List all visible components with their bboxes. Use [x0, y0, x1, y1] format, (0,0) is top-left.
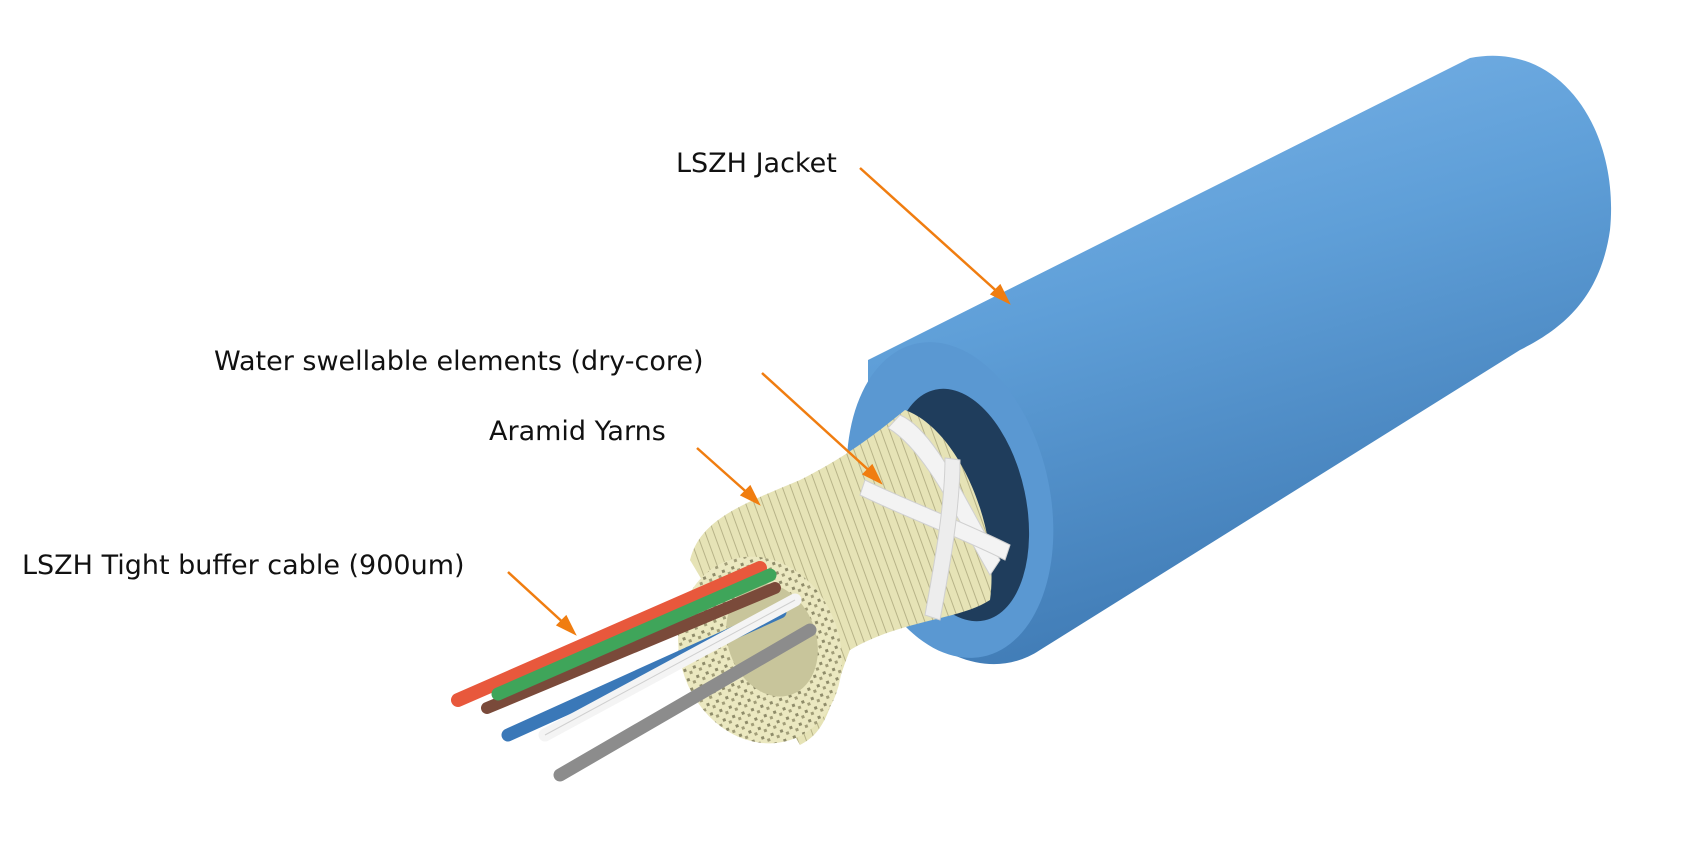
white-fiber-outline: [544, 599, 796, 736]
jacket-arrow-head: [989, 283, 1011, 305]
water-swellable-tape: [859, 414, 1011, 621]
tape-band-3: [924, 457, 961, 621]
water-arrow-line: [761, 372, 875, 476]
leader-arrows: [507, 167, 1011, 636]
brown-fiber: [481, 582, 781, 714]
jacket-body: [868, 55, 1612, 665]
label-lszh-jacket: LSZH Jacket: [676, 148, 837, 179]
jacket-arrow-line: [859, 167, 1003, 297]
aramid-arrow-head: [739, 484, 761, 506]
label-aramid-yarns: Aramid Yarns: [489, 416, 666, 447]
red-fiber: [451, 561, 767, 707]
buffer-arrow-head: [555, 614, 577, 636]
aramid-arrow-line: [696, 447, 753, 498]
gray-fiber: [553, 623, 817, 782]
buffer-arrow-line: [507, 571, 569, 628]
water-arrow-head: [861, 463, 883, 485]
green-fiber: [491, 568, 777, 701]
tight-buffer-fibers: [451, 561, 817, 782]
label-tight-buffer: LSZH Tight buffer cable (900um): [22, 550, 465, 581]
label-water-swellable: Water swellable elements (dry-core): [214, 346, 704, 377]
tape-band-2: [859, 479, 1011, 561]
